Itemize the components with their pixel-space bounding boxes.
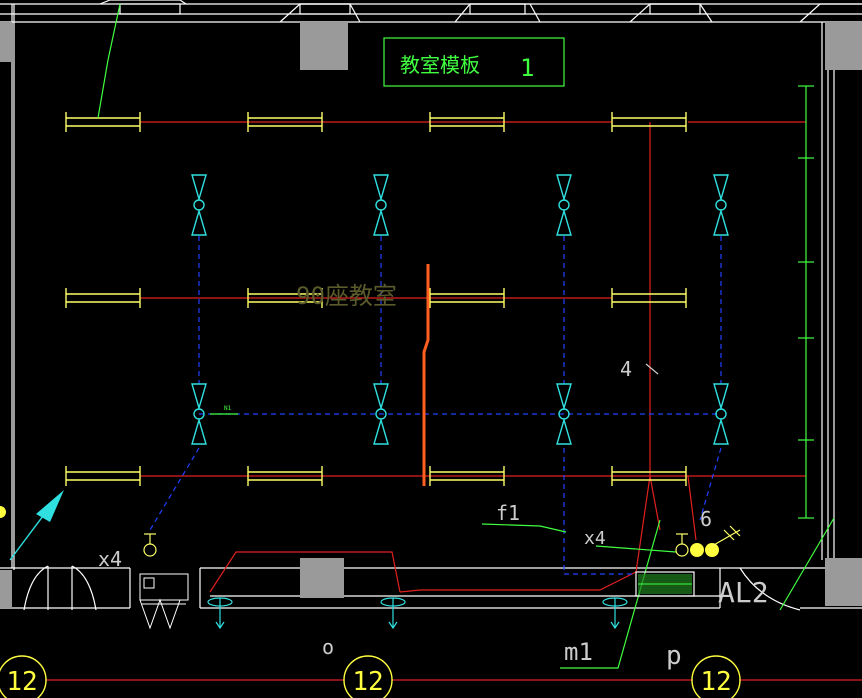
ceiling-fan-icon <box>373 174 389 236</box>
orange-markup-stroke <box>422 264 430 486</box>
title-block-number: 1 <box>520 54 534 82</box>
text-labels: 4 f1 x4 x4 6 m1 AL2 o p N1 <box>98 357 769 671</box>
yellow-marker-icon <box>0 506 6 518</box>
ceiling-fan-icon <box>556 383 572 445</box>
ceiling-fan-icon <box>556 174 572 236</box>
axis-bubble: 12 <box>343 655 393 698</box>
label-axis-p: p <box>666 641 682 671</box>
title-block: 教室模板 1 <box>383 37 565 87</box>
fluorescent-lamp-icon <box>247 288 323 308</box>
label-wire-count: 4 <box>620 357 632 381</box>
lighting-circuits <box>140 121 806 593</box>
switch-cluster-icon <box>690 525 741 557</box>
fluorescent-lamp-icon <box>65 112 141 132</box>
leader-lines <box>97 3 835 669</box>
ceiling-fan-icon <box>713 383 729 445</box>
fluorescent-lamp-icon <box>429 288 505 308</box>
axis-bubble-label: 12 <box>352 667 383 697</box>
fluorescent-lamp-icon <box>611 288 687 308</box>
title-block-name: 教室模板 <box>400 53 480 77</box>
label-six: 6 <box>700 507 712 531</box>
room-label: 90座教室 <box>296 282 397 310</box>
fluorescent-lamp-icon <box>611 466 687 486</box>
axis-bubble: 12 <box>0 655 47 698</box>
label-axis-o: o <box>322 635 334 659</box>
fluorescent-lamp-icon <box>247 466 323 486</box>
ceiling-fan-icon <box>373 383 389 445</box>
label-tiny: N1 <box>224 405 232 412</box>
cabinet-icon <box>139 573 189 630</box>
cyan-arrow-icon <box>9 490 64 561</box>
label-f1: f1 <box>496 501 520 525</box>
wall-switches <box>143 533 689 557</box>
axis-bubble-label: 12 <box>700 667 731 697</box>
axis-bubble-label: 12 <box>6 667 37 697</box>
fluorescent-lamp-icon <box>611 112 687 132</box>
label-x4-right: x4 <box>584 528 606 549</box>
ceiling-fans <box>191 174 729 445</box>
fluorescent-lamps <box>65 112 687 486</box>
axis-bubbles: 12 12 12 <box>0 655 741 698</box>
wall-fans <box>207 597 628 630</box>
axis-bubble: 12 <box>691 655 741 698</box>
fluorescent-lamp-icon <box>429 466 505 486</box>
columns <box>0 22 862 608</box>
ceiling-fan-icon <box>713 174 729 236</box>
fluorescent-lamp-icon <box>429 112 505 132</box>
ceiling-fan-icon <box>191 383 207 445</box>
fluorescent-lamp-icon <box>247 112 323 132</box>
label-x4-left: x4 <box>98 547 122 571</box>
walls <box>0 0 862 611</box>
distribution-panel-icon <box>635 571 695 597</box>
fluorescent-lamp-icon <box>65 288 141 308</box>
label-panel: AL2 <box>718 576 769 609</box>
label-m1: m1 <box>564 638 593 666</box>
ceiling-fan-icon <box>191 174 207 236</box>
fan-circuits <box>149 236 722 575</box>
fluorescent-lamp-icon <box>65 466 141 486</box>
dimension-line-right <box>798 85 814 519</box>
